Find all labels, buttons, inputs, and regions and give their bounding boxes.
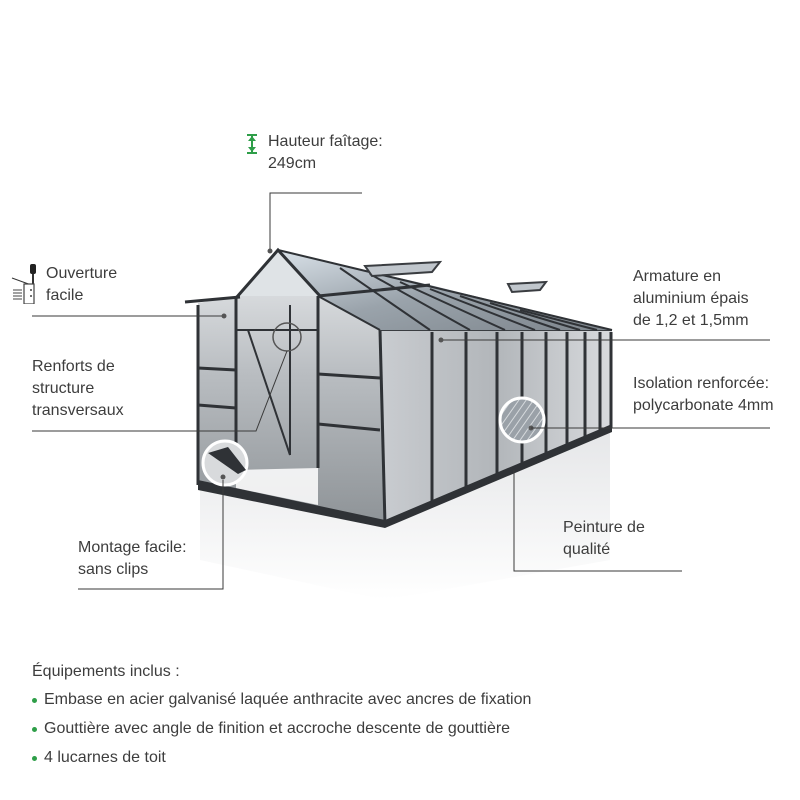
roof-vent xyxy=(363,260,549,294)
profile-detail-circle xyxy=(201,439,249,487)
side-wall xyxy=(378,329,613,526)
equipment-list: Embase en acier galvanisé laquée anthrac… xyxy=(32,688,531,770)
height-arrows-icon xyxy=(246,134,258,159)
bullet-icon xyxy=(32,727,37,732)
bullet-icon xyxy=(32,698,37,703)
callout-easy-opening: Ouverture facile xyxy=(46,265,118,304)
door-opening xyxy=(236,468,318,505)
callout-ridge-height: Hauteur faîtage: 249cm xyxy=(268,133,383,172)
equipment-item: 4 lucarnes de toit xyxy=(32,746,531,770)
callout-easy-assembly: Montage facile: sans clips xyxy=(78,539,187,578)
polycarbonate-detail-circle xyxy=(498,396,546,444)
window-opener-icon xyxy=(10,262,38,309)
steel-base xyxy=(198,424,612,528)
callout-paint-quality: Peinture de qualité xyxy=(563,519,645,558)
gable-frame xyxy=(184,247,431,485)
equipment-title: Équipements inclus : xyxy=(32,663,180,680)
callout-insulation: Isolation renforcée: polycarbonate 4mm xyxy=(633,375,774,414)
equipment-section: Équipements inclus : Embase en acier gal… xyxy=(32,660,531,775)
bullet-icon xyxy=(32,756,37,761)
floor-reflection xyxy=(200,430,610,600)
equipment-item: Gouttière avec angle de finition et accr… xyxy=(32,717,531,741)
callout-aluminium-frame: Armature en aluminium épais de 1,2 et 1,… xyxy=(633,268,749,329)
callout-cross-reinforcement: Renforts de structure transversaux xyxy=(32,358,124,419)
equipment-item: Embase en acier galvanisé laquée anthrac… xyxy=(32,688,531,712)
roof xyxy=(277,249,613,331)
leader-lines xyxy=(32,192,770,590)
leader-dots xyxy=(221,248,444,343)
